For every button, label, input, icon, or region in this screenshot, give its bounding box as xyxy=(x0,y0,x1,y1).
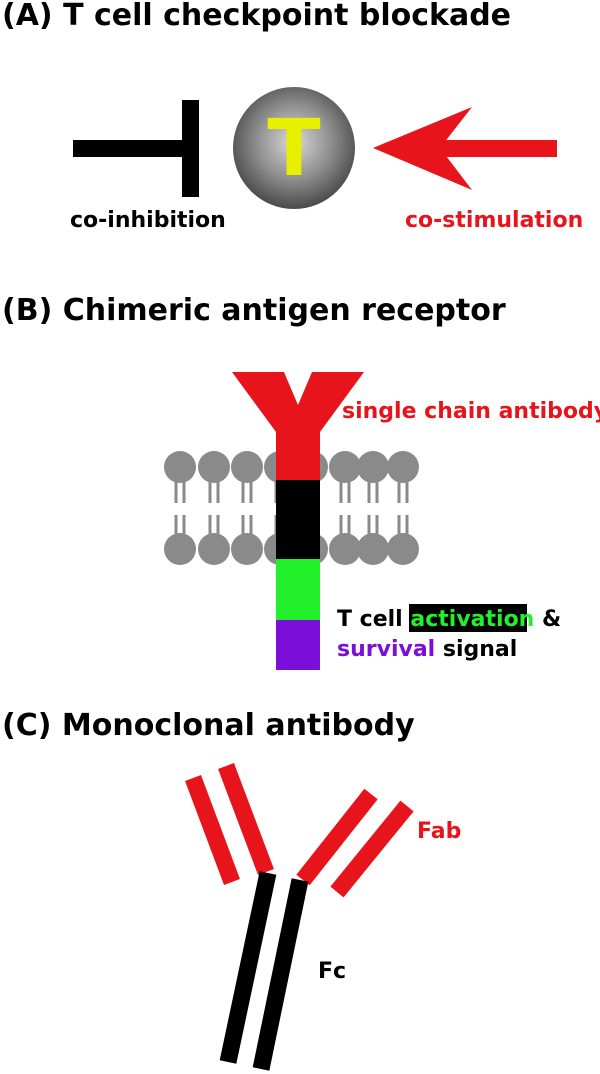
panel-c: (C) Monoclonal antibody Fab Fc xyxy=(2,708,461,1071)
car-receptor xyxy=(232,372,364,670)
panel-a: (A) T cell checkpoint blockade T co-inhi… xyxy=(2,0,583,233)
t-cell: T xyxy=(233,87,355,209)
lipid-head-upper xyxy=(198,451,230,483)
activation-domain xyxy=(276,559,320,621)
lipid-head-lower xyxy=(198,533,230,565)
fc-chain-left xyxy=(219,871,277,1064)
fab-arm-left xyxy=(185,762,274,885)
signal-line-2: survival signal xyxy=(337,637,517,662)
lipid-head-upper xyxy=(329,451,361,483)
fab-right-light-chain xyxy=(330,800,414,898)
fab-right-heavy-chain xyxy=(296,788,378,886)
lipid-head-lower xyxy=(231,533,263,565)
fc-region xyxy=(219,871,309,1071)
signal-suffix: signal xyxy=(435,637,517,662)
inhibition-symbol xyxy=(73,100,199,197)
panel-b: (B) Chimeric antigen receptor single cha… xyxy=(2,293,600,670)
fab-arm-right xyxy=(296,788,414,898)
lipid-head-lower xyxy=(164,533,196,565)
inhibition-bar xyxy=(73,140,185,157)
survival-word: survival xyxy=(337,637,435,662)
panel-a-heading: (A) T cell checkpoint blockade xyxy=(2,0,511,33)
fab-left-light-chain xyxy=(185,775,240,885)
lipid-head-lower xyxy=(387,533,419,565)
stimulation-label: co-stimulation xyxy=(405,208,583,233)
fab-label: Fab xyxy=(417,819,461,844)
fab-left-heavy-chain xyxy=(218,762,274,876)
lipid-head-upper xyxy=(231,451,263,483)
monoclonal-antibody xyxy=(185,762,414,1071)
signal-prefix: T cell xyxy=(337,607,410,632)
single-chain-antibody-domain xyxy=(232,372,364,482)
stimulation-arrow-shaft xyxy=(430,140,557,157)
signal-ampersand: & xyxy=(534,607,561,632)
lipid-head-lower xyxy=(357,533,389,565)
stimulation-arrow-head xyxy=(373,107,472,190)
inhibition-block xyxy=(182,100,199,197)
stimulation-arrow xyxy=(373,107,557,190)
survival-domain xyxy=(276,620,320,670)
activation-highlight xyxy=(409,604,527,632)
fc-label: Fc xyxy=(318,959,346,984)
antibody-label: single chain antibody xyxy=(342,399,600,424)
t-cell-letter: T xyxy=(267,104,320,194)
transmembrane-domain xyxy=(276,480,320,560)
lipid-head-upper xyxy=(387,451,419,483)
activation-word: activation xyxy=(410,607,534,632)
panel-b-heading: (B) Chimeric antigen receptor xyxy=(2,293,506,328)
lipid-head-upper xyxy=(164,451,196,483)
signal-line-1: T cell activation & xyxy=(337,607,561,632)
fc-chain-right xyxy=(252,878,309,1071)
lipid-head-lower xyxy=(329,533,361,565)
t-cell-body xyxy=(233,87,355,209)
lipid-head-upper xyxy=(357,451,389,483)
panel-c-heading: (C) Monoclonal antibody xyxy=(2,708,415,743)
inhibition-label: co-inhibition xyxy=(70,208,226,233)
